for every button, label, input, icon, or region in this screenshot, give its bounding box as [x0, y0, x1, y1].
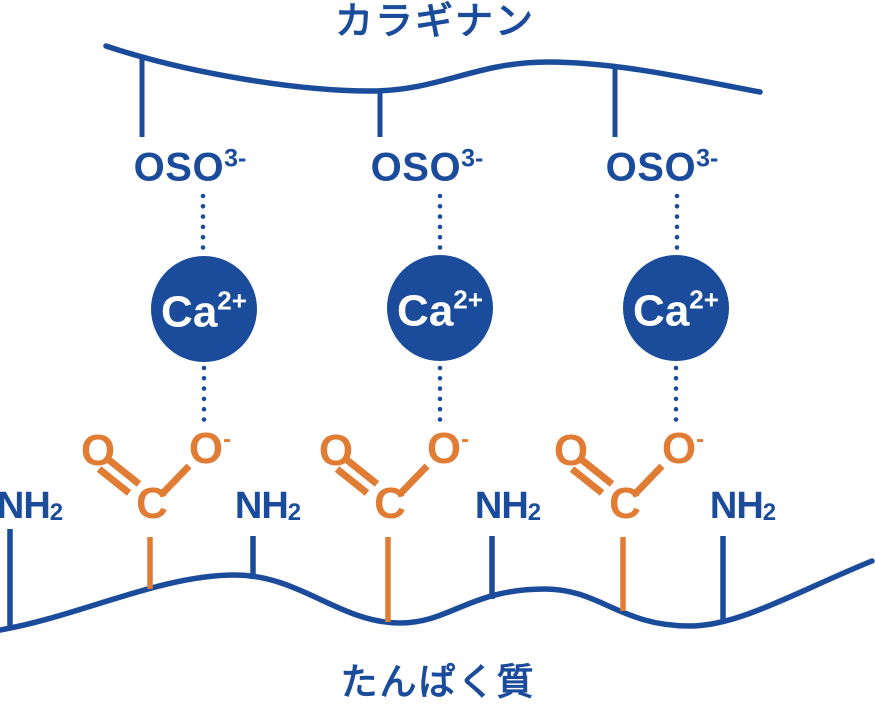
carboxylate-o-text: O — [426, 424, 462, 473]
amine-group-label: NH2 — [0, 487, 63, 525]
calcium-base-text: Ca — [633, 286, 690, 336]
double-bond — [106, 457, 142, 487]
carboxylate-o-label: O- — [189, 427, 231, 471]
single-bond — [397, 463, 430, 497]
carbonyl-o-label: O — [553, 426, 589, 475]
double-bond — [579, 457, 615, 487]
amine-subscript-text: 2 — [762, 499, 777, 526]
amine-base-text: NH — [474, 485, 529, 527]
carboxylate-o-text: O — [661, 424, 697, 473]
calcium-ion-label: Ca2+ — [633, 287, 719, 334]
carrageenan-chain-line — [103, 43, 763, 95]
amine-group-label: NH2 — [235, 487, 301, 525]
calcium-ion-label: Ca2+ — [161, 288, 247, 335]
single-bond — [159, 463, 192, 497]
carbonyl-o-label: O — [80, 426, 116, 475]
sulfate-base-text: OSO — [133, 145, 225, 190]
sulfate-group-label: OSO3- — [370, 144, 484, 190]
amine-base-text: NH — [234, 485, 289, 527]
carboxylate-charge-text: - — [223, 426, 232, 453]
calcium-base-text: Ca — [397, 286, 454, 336]
calcium-circle — [151, 256, 257, 362]
amine-group-label: NH2 — [475, 487, 541, 525]
sulfate-charge-text: 3- — [696, 144, 719, 173]
carboxylate-charge-text: - — [696, 426, 705, 453]
calcium-ion-label: Ca2+ — [397, 287, 483, 334]
double-bond — [344, 457, 380, 487]
amine-subscript-text: 2 — [49, 499, 64, 526]
carbon-label: C — [609, 479, 641, 528]
carboxylate-o-text: O — [188, 424, 224, 473]
carboxylate-o-label: O- — [427, 427, 469, 471]
amine-group-label: NH2 — [710, 487, 776, 525]
sulfate-group-label: OSO3- — [133, 144, 247, 190]
sulfate-base-text: OSO — [605, 145, 697, 190]
amine-base-text: NH — [0, 485, 51, 527]
calcium-charge-text: 2+ — [453, 284, 483, 315]
double-bond — [569, 466, 605, 496]
amine-subscript-text: 2 — [287, 499, 302, 526]
sulfate-charge-text: 3- — [461, 144, 484, 173]
carrageenan-label: カラギナン — [334, 1, 536, 43]
carbonyl-o-label: O — [318, 426, 354, 475]
carboxylate-o-label: O- — [662, 427, 704, 471]
double-bond — [334, 466, 370, 496]
calcium-charge-text: 2+ — [689, 284, 719, 315]
sulfate-group-label: OSO3- — [605, 144, 719, 190]
carbon-label: C — [374, 479, 406, 528]
amine-subscript-text: 2 — [527, 499, 542, 526]
sulfate-charge-text: 3- — [224, 144, 247, 173]
carboxylate-charge-text: - — [461, 426, 470, 453]
calcium-circle — [623, 255, 729, 361]
amine-base-text: NH — [709, 485, 764, 527]
sulfate-base-text: OSO — [370, 145, 462, 190]
single-bond — [632, 463, 665, 497]
carbon-label: C — [136, 479, 168, 528]
protein-chain-line — [0, 558, 875, 633]
calcium-charge-text: 2+ — [217, 285, 247, 316]
calcium-circle — [387, 255, 493, 361]
calcium-base-text: Ca — [161, 287, 218, 337]
protein-label: たんぱく質 — [340, 661, 536, 703]
double-bond — [96, 466, 132, 496]
